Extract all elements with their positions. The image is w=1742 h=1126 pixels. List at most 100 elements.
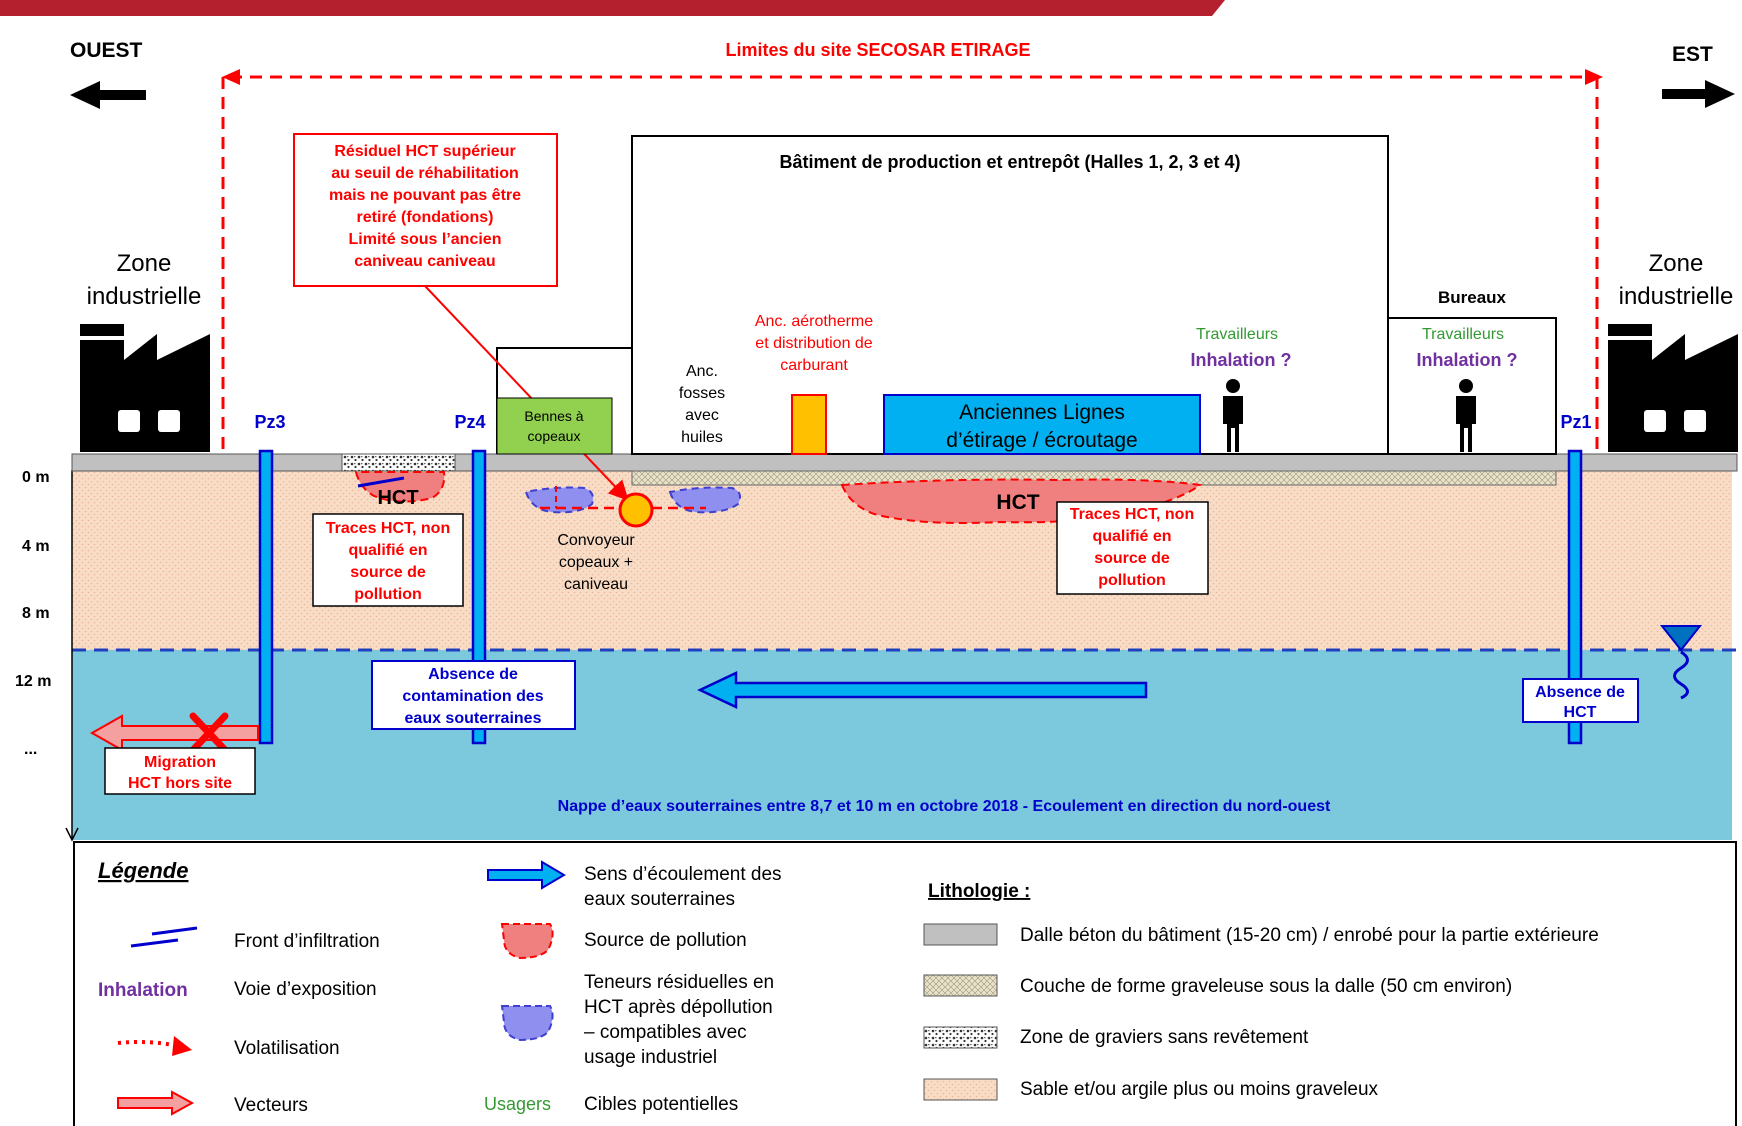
legend-infiltration-symbol	[130, 926, 198, 948]
old-oil-pits-label: Anc. fosses avec huiles	[679, 363, 725, 446]
svg-text:Limité sous l’ancien: Limité sous l’ancien	[349, 231, 502, 248]
svg-text:Résiduel HCT supérieur: Résiduel HCT supérieur	[334, 143, 515, 160]
legend-source-symbol	[500, 923, 554, 960]
legend-cibles-label: Cibles potentielles	[584, 1094, 738, 1115]
migration-text: HCT hors site	[128, 775, 232, 792]
water-table-icon	[1659, 625, 1703, 700]
blocked-cross-icon	[189, 712, 229, 754]
brand-bar	[0, 0, 1225, 16]
legend-litho-label: Couche de forme graveleuse sous la dalle…	[1020, 976, 1512, 997]
site-limits-title: Limites du site SECOSAR ETIRAGE	[725, 40, 1030, 60]
svg-text:et distribution de: et distribution de	[755, 335, 873, 352]
piezometer-pz3	[258, 449, 274, 745]
conveyor-point	[618, 492, 654, 528]
zone-right-line1: Zone	[1649, 250, 1704, 277]
depth-label: 4 m	[22, 538, 50, 555]
gravel-zone	[341, 453, 456, 472]
migration-box	[104, 747, 256, 795]
legend-gravel-swatch	[923, 1026, 998, 1049]
legend-box	[73, 841, 1737, 1126]
chip-bins-box	[496, 397, 613, 455]
svg-text:avec: avec	[685, 407, 719, 424]
svg-text:Traces HCT, non: Traces HCT, non	[326, 520, 450, 537]
legend-slab-swatch	[923, 923, 998, 946]
legend-sens-label: eaux souterraines	[584, 889, 735, 910]
aerotherme-unit	[791, 394, 827, 455]
svg-text:Absence de: Absence de	[428, 666, 518, 683]
conveyor-label: Convoyeur copeaux + caniveau	[557, 532, 635, 593]
building-title: Bâtiment de production et entrepôt (Hall…	[779, 152, 1240, 172]
no-hct-box	[1522, 678, 1639, 723]
no-contamination-box	[371, 660, 576, 730]
old-drawing-lines-label: Anciennes Lignes	[959, 401, 1125, 424]
workers-label: Travailleurs	[1196, 326, 1278, 343]
piezometer-pz4-label: Pz4	[454, 412, 485, 432]
residual-hct-callout	[293, 133, 558, 287]
legend-inhalation-word: Inhalation	[98, 980, 188, 1001]
legend-source-label: Source de pollution	[584, 930, 747, 951]
migration-vector-arrow	[89, 714, 259, 752]
legend-litho-label: Zone de graviers sans revêtement	[1020, 1027, 1309, 1048]
old-drawing-lines-box	[883, 394, 1201, 455]
legend-lithology-title: Lithologie :	[928, 881, 1030, 902]
legend-volatilisation-label: Volatilisation	[234, 1038, 340, 1059]
traces-hct-left-text: Traces HCT, non qualifié en source de po…	[326, 520, 450, 603]
legend-vecteurs-label: Vecteurs	[234, 1095, 308, 1116]
svg-text:qualifié en: qualifié en	[1092, 528, 1171, 545]
svg-text:pollution: pollution	[1098, 572, 1166, 589]
svg-text:Anc. aérotherme: Anc. aérotherme	[755, 313, 873, 330]
svg-text:carburant: carburant	[780, 357, 848, 374]
svg-text:au seuil de réhabilitation: au seuil de réhabilitation	[331, 165, 519, 182]
legend-teneurs-label: Teneurs résiduelles en	[584, 972, 774, 993]
inhalation-route: Inhalation ?	[1191, 350, 1292, 370]
no-hct-text: HCT	[1564, 704, 1597, 721]
legend-litho-label: Dalle béton du bâtiment (15-20 cm) / enr…	[1020, 925, 1599, 946]
legend-title: Légende	[98, 858, 188, 883]
depth-label: 0 m	[22, 469, 50, 486]
traces-hct-right-text: Traces HCT, non qualifié en source de po…	[1070, 506, 1194, 589]
legend-vector-arrow	[117, 1090, 195, 1116]
factory-left-icon	[80, 324, 210, 452]
factory-right-icon	[1608, 324, 1738, 452]
workers-label: Travailleurs	[1422, 326, 1504, 343]
svg-text:pollution: pollution	[354, 586, 422, 603]
legend-subgrade-swatch	[923, 974, 998, 997]
no-contamination-text: Absence de contamination des eaux souter…	[402, 666, 543, 727]
legend-usagers-word: Usagers	[484, 1094, 551, 1114]
svg-text:mais ne pouvant pas être: mais ne pouvant pas être	[329, 187, 521, 204]
svg-text:Traces HCT, non: Traces HCT, non	[1070, 506, 1194, 523]
depth-label: 12 m	[15, 673, 51, 690]
svg-text:source de: source de	[1094, 550, 1170, 567]
worker-person-icon	[1223, 379, 1243, 452]
svg-text:eaux souterraines: eaux souterraines	[405, 710, 542, 727]
depth-label: 8 m	[22, 605, 50, 622]
water-layer	[72, 650, 1732, 840]
zone-right-line2: industrielle	[1619, 283, 1734, 310]
chip-bins-label: Bennes à	[524, 408, 583, 424]
residual-callout-leader	[424, 285, 629, 501]
svg-text:caniveau caniveau: caniveau caniveau	[354, 253, 495, 270]
hct-label-left: HCT	[377, 487, 418, 509]
no-hct-text: Absence de	[1535, 684, 1625, 701]
zone-left-line2: industrielle	[87, 283, 202, 310]
depth-axis-arrow-icon	[65, 827, 79, 842]
piezometer-pz3-label: Pz3	[254, 412, 285, 432]
legend-voie-label: Voie d’exposition	[234, 979, 377, 1000]
legend-teneurs-label: – compatibles avec	[584, 1022, 747, 1043]
offices-label: Bureaux	[1438, 288, 1507, 307]
worker-person-icon	[1456, 379, 1476, 452]
infiltration-front	[357, 476, 405, 488]
svg-text:huiles: huiles	[681, 429, 723, 446]
legend-teneurs-label: HCT après dépollution	[584, 997, 773, 1018]
legend-teneurs-label: usage industriel	[584, 1047, 717, 1068]
old-drawing-lines-label: d’étirage / écroutage	[946, 429, 1137, 452]
svg-text:contamination des: contamination des	[402, 688, 543, 705]
zone-left-line1: Zone	[117, 250, 172, 277]
legend-residual-symbol	[500, 1005, 554, 1042]
svg-text:caniveau: caniveau	[564, 576, 628, 593]
svg-text:copeaux +: copeaux +	[559, 554, 633, 571]
offices-building	[1387, 317, 1557, 455]
residual-hct-blob	[524, 486, 594, 514]
chip-bins-label: copeaux	[528, 428, 581, 444]
